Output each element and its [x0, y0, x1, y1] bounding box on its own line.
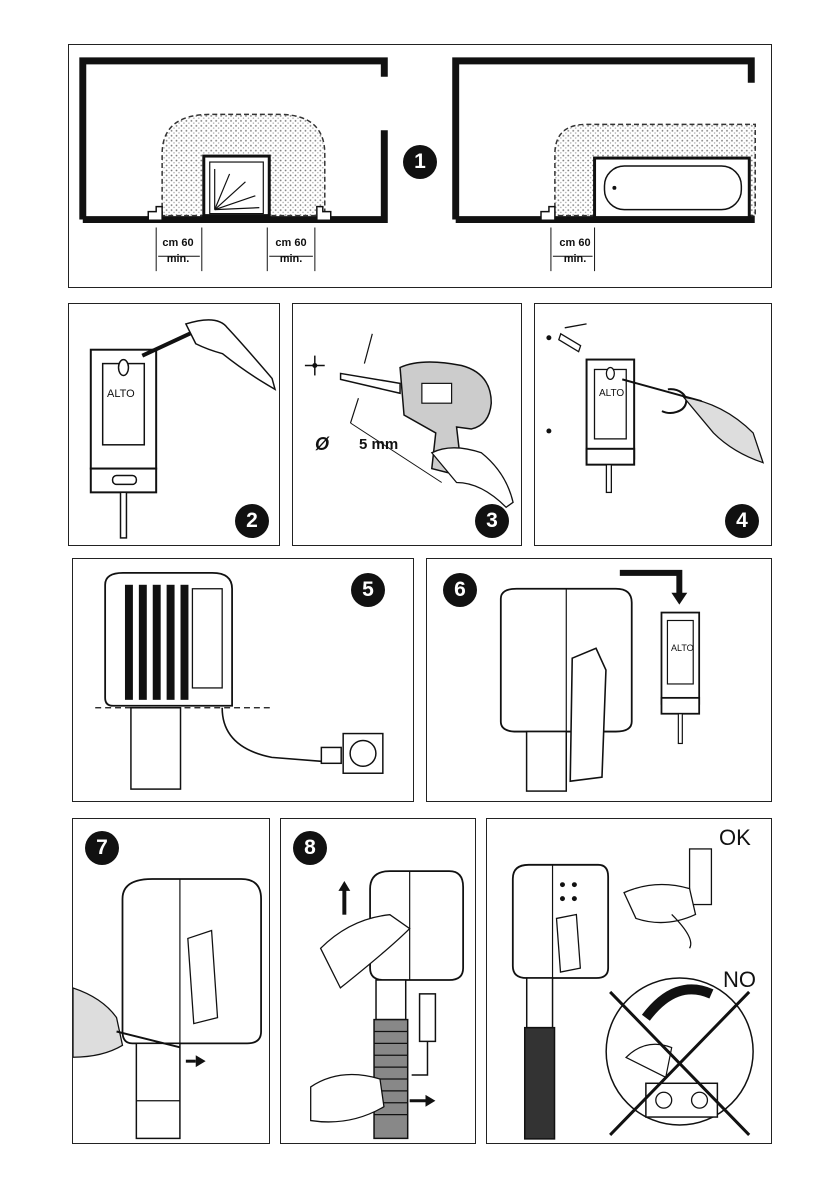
step-3-badge: 3	[475, 504, 509, 538]
hang-device-illustration	[427, 559, 771, 801]
panel-7-secure-screw: 7	[72, 818, 270, 1144]
clearance-right-value: cm 60	[555, 238, 595, 249]
panel-3-drilling: Ø 5 mm 3	[292, 303, 522, 546]
panel-4-fix-plate: ALTO 4	[534, 303, 772, 546]
ok-label: OK	[719, 825, 751, 851]
step-7-badge: 7	[85, 831, 119, 865]
panel-9-usage-check: OK NO	[486, 818, 772, 1144]
panel-1-room-layout: 1 cm 60 min. cm 60 min. cm 60 min.	[68, 44, 772, 288]
clearance-left-a-sub: min.	[157, 254, 199, 265]
step-4-badge: 4	[725, 504, 759, 538]
panel-2-mark-holes: ALTO 2	[68, 303, 280, 546]
attach-hose-illustration	[281, 819, 475, 1143]
diameter-symbol: Ø	[315, 434, 329, 455]
plate-brand-label-2: ALTO	[599, 388, 624, 399]
step-8-badge: 8	[293, 831, 327, 865]
step-1-badge: 1	[403, 145, 437, 179]
step-5-badge: 5	[351, 573, 385, 607]
clearance-left-b-value: cm 60	[269, 238, 313, 249]
plate-brand-label-3: ALTO	[671, 643, 694, 653]
clearance-left-b-sub: min.	[269, 254, 313, 265]
panel-8-attach-hose: 8	[280, 818, 476, 1144]
panel-6-hang-device: ALTO 6	[426, 558, 772, 802]
panel-5-electrical: 5	[72, 558, 414, 802]
step-2-badge: 2	[235, 504, 269, 538]
step-6-badge: 6	[443, 573, 477, 607]
clearance-left-a-value: cm 60	[157, 238, 199, 249]
clearance-left-a: cm 60 min.	[157, 238, 199, 265]
no-label: NO	[723, 967, 756, 993]
plate-brand-label: ALTO	[107, 388, 135, 400]
clearance-right-sub: min.	[555, 254, 595, 265]
clearance-right: cm 60 min.	[555, 238, 595, 265]
drill-bit-size: 5 mm	[359, 436, 398, 453]
clearance-left-b: cm 60 min.	[269, 238, 313, 265]
secure-screw-illustration	[73, 819, 269, 1143]
